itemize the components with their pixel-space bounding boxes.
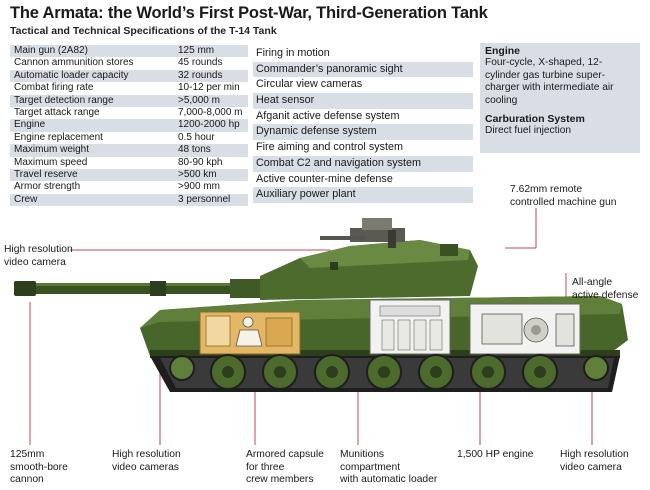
spec-label: Engine replacement (14, 131, 103, 143)
spec-label: Travel reserve (10, 169, 174, 182)
spec-label: Target detection range (10, 94, 174, 108)
wheel-hub (326, 366, 338, 378)
spec-row: Maximum speed 80-90 kph (10, 157, 248, 169)
spec-row: Cannon ammunition stores 45 rounds (10, 57, 248, 69)
spec-label: Armor strength (14, 181, 81, 193)
feature-item: Commander’s panoramic sight (253, 61, 473, 78)
feature-item: Active counter-mine defense (256, 172, 393, 185)
spec-value: 7,000-8,000 m (178, 107, 243, 119)
road-wheels (169, 354, 609, 390)
spec-value: 32 rounds (174, 69, 248, 83)
spec-row: Target attack range 7,000-8,000 m (10, 107, 248, 119)
engine-heading: Engine (485, 45, 521, 57)
wheel-hub (274, 366, 286, 378)
wheel-hub (430, 366, 442, 378)
spec-value: 48 tons (174, 144, 248, 157)
spec-value: 45 rounds (178, 57, 223, 69)
spec-value: >500 km (174, 169, 248, 182)
spec-row: Armor strength >900 mm (10, 181, 248, 193)
wheel-hub (534, 366, 546, 378)
feature-item: Combat C2 and navigation system (253, 155, 473, 172)
carburation-text: Direct fuel injection (485, 125, 572, 137)
main-gun (14, 279, 270, 298)
engine-compartment (469, 303, 581, 355)
spec-label: Combat firing rate (14, 82, 94, 94)
spec-row: Main gun (2A82)125 mm (10, 45, 248, 58)
feature-item: Afganit active defense system (256, 109, 400, 122)
feature-item: Dynamic defense system (253, 124, 473, 141)
spec-label: Main gun (2A82) (10, 45, 174, 58)
munitions-compartment (369, 299, 451, 355)
spec-label: Automatic loader capacity (10, 69, 174, 83)
feature-item: Heat sensor (253, 93, 473, 109)
spec-value: 125 mm (174, 45, 248, 58)
spec-row: Travel reserve>500 km (10, 169, 248, 182)
turret (260, 218, 478, 300)
engine-info-box: Engine Four-cycle, X-shaped, 12-cylinder… (480, 43, 640, 153)
spec-row: Combat firing rate 10-12 per min (10, 82, 248, 94)
spec-value: 1200-2000 hp (174, 119, 248, 132)
feature-item: Fire aiming and control system (256, 141, 404, 154)
feature-item: Circular view cameras (256, 78, 363, 91)
spec-row: Engine replacement 0.5 hour (10, 132, 248, 144)
spec-label: Maximum speed (14, 156, 88, 168)
spec-value: 10-12 per min (178, 82, 240, 94)
spec-value: 3 personnel (174, 193, 248, 207)
crew-capsule (199, 311, 301, 355)
sprocket-wheel (583, 355, 609, 381)
spec-value: 0.5 hour (178, 131, 215, 143)
sprocket-wheel (169, 355, 195, 381)
spec-row: Target detection range>5,000 m (10, 94, 248, 108)
engine-text: Four-cycle, X-shaped, 12-cylinder gas tu… (485, 57, 614, 106)
wheel-hub (222, 366, 234, 378)
spec-label: Engine (10, 119, 174, 132)
wheel-hub (378, 366, 390, 378)
page-title: The Armata: the World’s First Post-War, … (10, 4, 488, 22)
spec-value: >5,000 m (174, 94, 248, 108)
spec-value: 80-90 kph (178, 156, 223, 168)
carburation-heading: Carburation System (485, 113, 585, 126)
spec-label: Maximum weight (10, 144, 174, 157)
callout-engine: 1,500 HP engine (457, 449, 534, 460)
spec-label: Crew (10, 193, 174, 207)
page-subtitle: Tactical and Technical Specifications of… (10, 25, 277, 37)
feature-item: Firing in motion (256, 47, 330, 59)
spec-label: Cannon ammunition stores (14, 57, 134, 69)
spec-label: Target attack range (14, 107, 100, 119)
spec-value: >900 mm (178, 181, 220, 193)
wheel-hub (482, 366, 494, 378)
feature-item: Auxiliary power plant (253, 187, 473, 203)
